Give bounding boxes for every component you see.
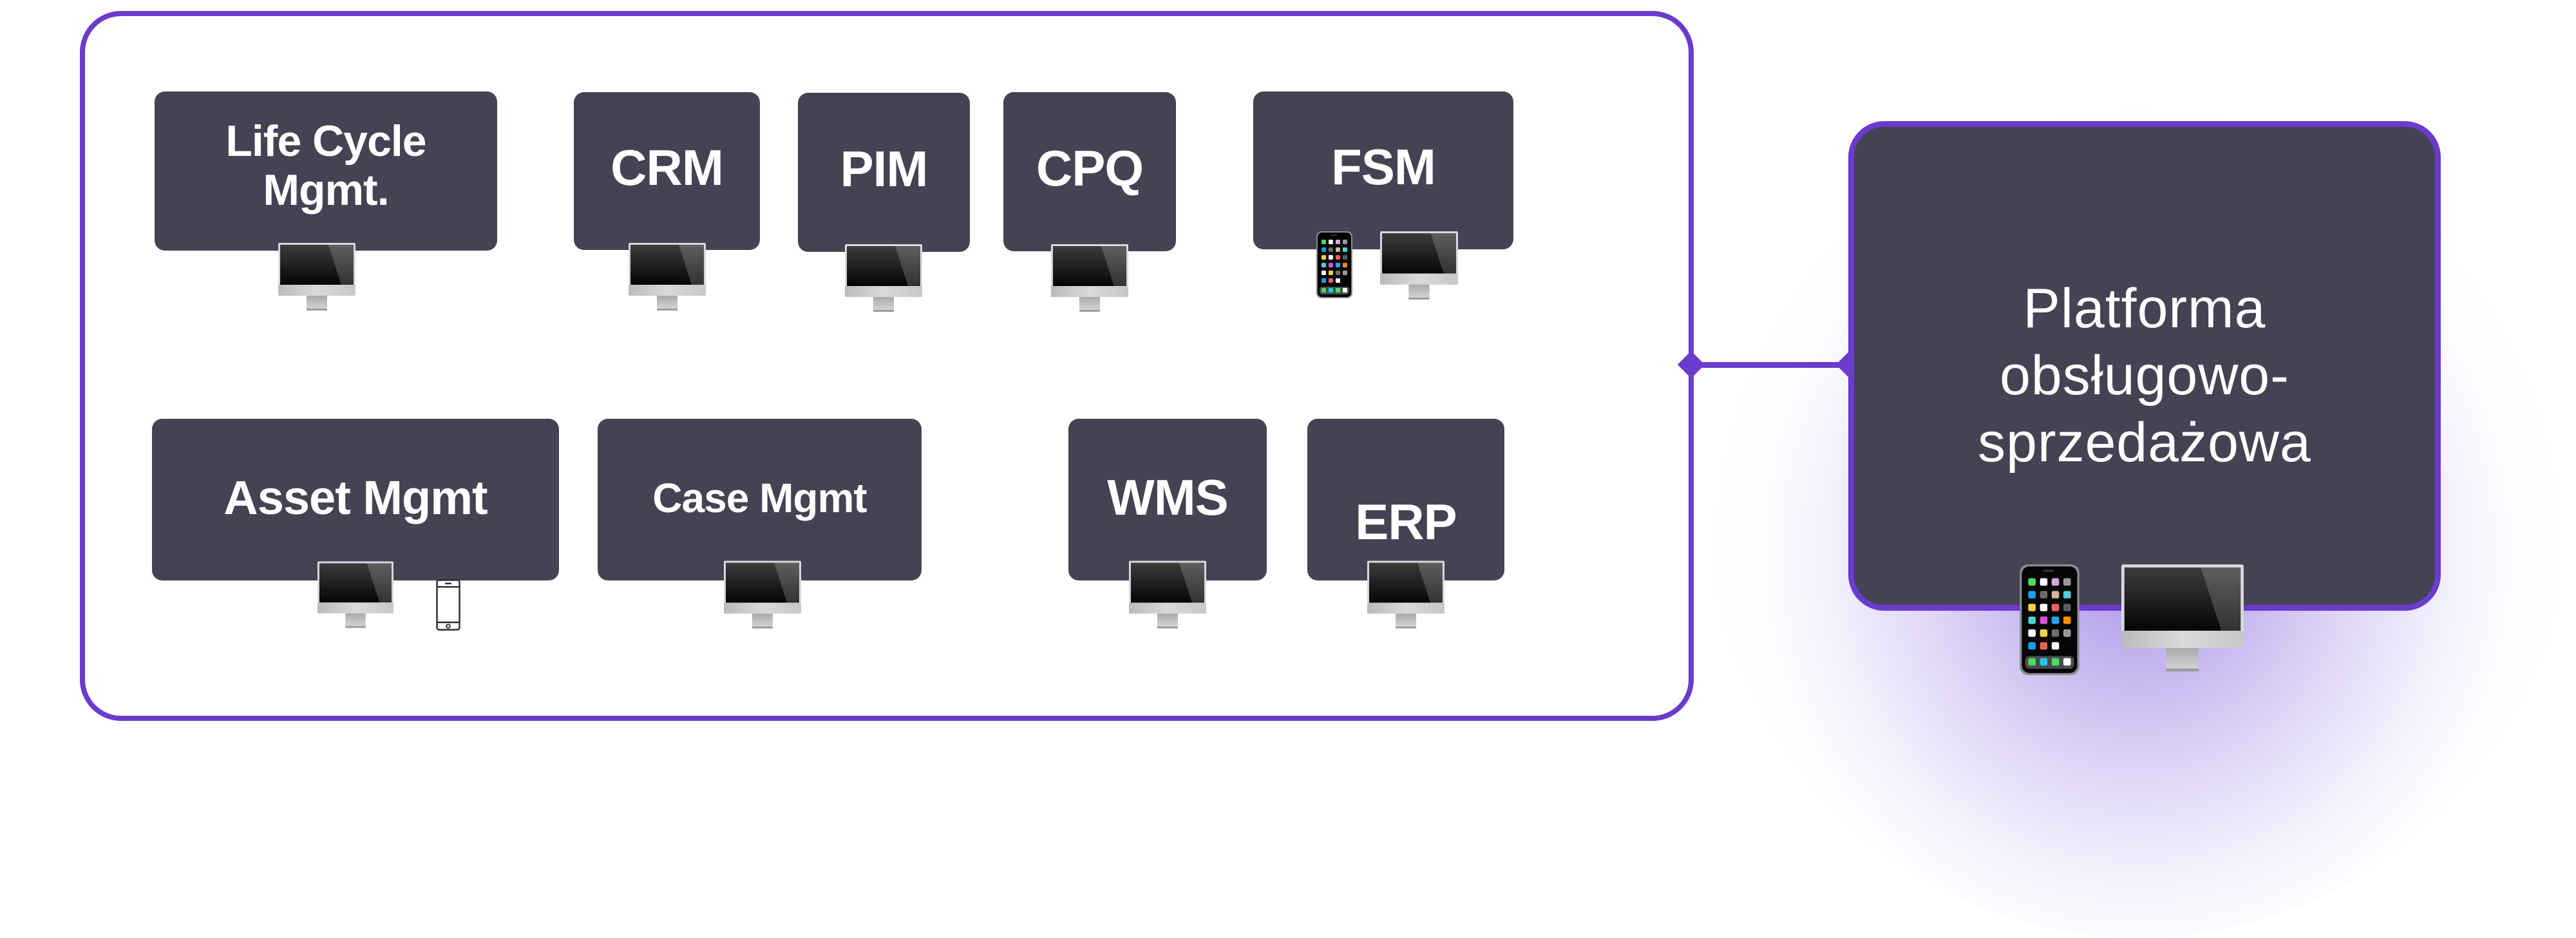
desktop-monitor-icon <box>629 243 706 311</box>
app-label-life-cycle-mgmt-line1: Life Cycle <box>225 116 426 166</box>
app-box-fsm[interactable]: FSM <box>1253 91 1513 249</box>
desktop-monitor-icon <box>845 244 922 312</box>
app-label-erp: ERP <box>1355 493 1457 550</box>
app-box-asset-mgmt[interactable]: Asset Mgmt <box>152 419 559 580</box>
desktop-monitor-icon <box>2121 564 2244 673</box>
desktop-monitor-icon <box>1129 560 1206 629</box>
desktop-monitor-icon <box>278 243 355 311</box>
platform-label-line2: obsługowo- <box>2000 345 2289 407</box>
app-label-life-cycle-mgmt-line2: Mgmt. <box>263 165 389 215</box>
desktop-monitor-icon <box>317 560 393 629</box>
app-label-case-mgmt: Case Mgmt <box>652 474 867 521</box>
app-label-cpq: CPQ <box>1036 140 1144 196</box>
smartphone-outline-icon <box>436 579 460 631</box>
app-box-erp[interactable]: ERP <box>1307 419 1504 580</box>
app-label-asset-mgmt: Asset Mgmt <box>223 471 488 524</box>
app-box-pim[interactable]: PIM <box>798 93 970 252</box>
desktop-monitor-icon <box>1367 560 1444 629</box>
app-label-crm: CRM <box>611 139 724 196</box>
app-box-wms[interactable]: WMS <box>1068 419 1267 580</box>
app-label-wms: WMS <box>1107 469 1229 526</box>
app-label-pim: PIM <box>840 140 929 197</box>
desktop-monitor-icon <box>724 560 801 629</box>
app-box-crm[interactable]: CRM <box>574 92 760 250</box>
desktop-monitor-icon <box>1051 244 1128 312</box>
platform-box[interactable]: Platforma obsługowo- sprzedażowa <box>1848 121 2441 611</box>
connector-line <box>1691 362 1851 368</box>
platform-label-line3: sprzedażowa <box>1978 412 2311 474</box>
smartphone-icon <box>1316 231 1352 298</box>
platform-label-line1: Platforma <box>2023 278 2266 340</box>
app-label-fsm: FSM <box>1331 139 1436 195</box>
smartphone-icon <box>2020 564 2079 675</box>
app-box-case-mgmt[interactable]: Case Mgmt <box>598 419 922 580</box>
platform-label: Platforma obsługowo- sprzedażowa <box>1854 275 2435 476</box>
app-box-cpq[interactable]: CPQ <box>1003 92 1176 251</box>
app-box-life-cycle-mgmt[interactable]: Life Cycle Mgmt. <box>155 91 497 251</box>
desktop-monitor-icon <box>1380 231 1458 300</box>
